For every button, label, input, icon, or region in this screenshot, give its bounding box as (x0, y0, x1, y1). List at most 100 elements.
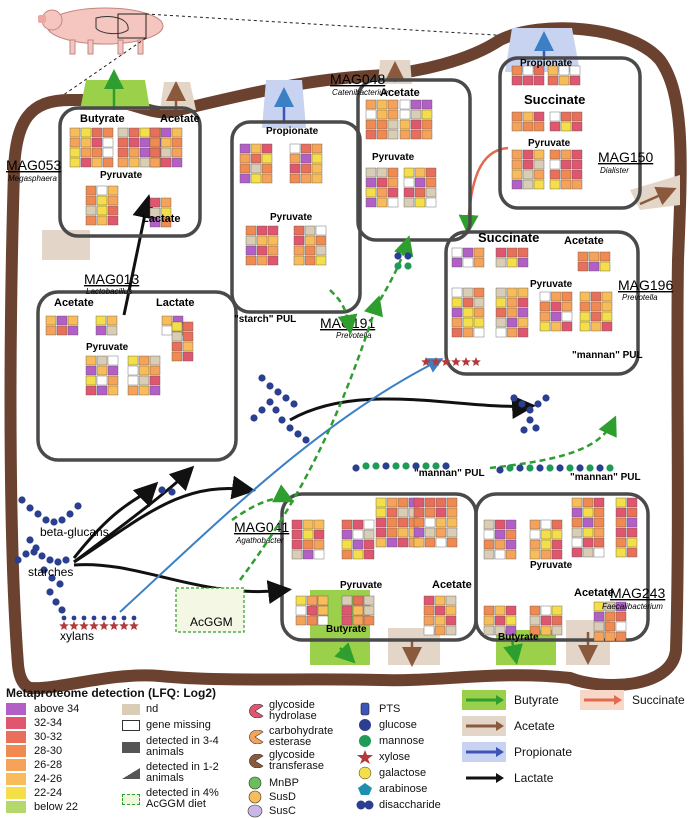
enzyme-tile (160, 137, 172, 148)
legend-susc: SusC (246, 804, 296, 818)
enzyme-tile (410, 109, 422, 120)
enzyme-tile (435, 497, 447, 508)
sugar-molecule (278, 416, 286, 424)
enzyme-tile (106, 325, 118, 336)
sugar-molecule (250, 414, 258, 422)
enzyme-tile (571, 537, 583, 548)
pts-icon (360, 702, 370, 716)
butyrate-label: Butyrate (326, 624, 367, 635)
mannan-pul-label: "mannan" PUL (570, 472, 641, 483)
legend-ce: carbohydrate esterase (246, 726, 346, 748)
enzyme-tile (571, 507, 583, 518)
enzyme-tile (365, 99, 377, 110)
gene-missing-swatch (122, 720, 140, 731)
enzyme-tile (352, 529, 364, 540)
enzyme-tile (386, 537, 398, 548)
enzyme-tile (582, 497, 594, 508)
enzyme-tile (561, 291, 573, 302)
detected-3-4-swatch (122, 741, 140, 753)
lactate-flow-label: Lactate (514, 771, 554, 785)
enzyme-tile (561, 311, 573, 322)
enzyme-tile (615, 537, 627, 548)
enzyme-tile (414, 187, 426, 198)
enzyme-tile (522, 121, 534, 132)
enzyme-tile (423, 625, 435, 636)
enzyme-tile (304, 225, 316, 236)
enzyme-tile (626, 527, 638, 538)
enzyme-tile (410, 119, 422, 130)
enzyme-tile (483, 625, 495, 636)
pacman-orange-icon (249, 730, 264, 744)
sugar-molecule (66, 510, 74, 518)
sugar-molecule (101, 615, 107, 621)
butyrate-flow-label: Butyrate (514, 693, 559, 707)
enzyme-tile (317, 595, 329, 606)
sugar-molecule (81, 615, 87, 621)
enzyme-tile (149, 157, 161, 168)
enzyme-tile (445, 625, 457, 636)
enzyme-tile (529, 539, 541, 550)
enzyme-tile (423, 615, 435, 626)
enzyme-tile (139, 147, 151, 158)
enzyme-tile (293, 255, 305, 266)
enzyme-tile (446, 517, 458, 528)
enzyme-tile (424, 527, 436, 538)
legend: Metaproteome detection (LFQ: Log2) above… (0, 686, 692, 818)
enzyme-tile (533, 179, 545, 190)
enzyme-tile (517, 327, 529, 338)
enzyme-tile (311, 173, 323, 184)
enzyme-tile (483, 615, 495, 626)
enzyme-tile (522, 159, 534, 170)
enzyme-tile (579, 311, 591, 322)
enzyme-tile (494, 615, 506, 626)
enzyme-tile (495, 287, 507, 298)
enzyme-tile (261, 173, 273, 184)
enzyme-tile (138, 375, 150, 386)
enzyme-tile (403, 187, 415, 198)
enzyme-tile (571, 527, 583, 538)
enzyme-tile (506, 297, 518, 308)
sugar-molecule (46, 556, 54, 564)
enzyme-tile (293, 235, 305, 246)
level-swatch (6, 773, 26, 785)
enzyme-tile (171, 321, 183, 332)
succinate-band (580, 690, 624, 710)
enzyme-tile (313, 539, 325, 550)
enzyme-tile (505, 529, 517, 540)
enzyme-tile (291, 539, 303, 550)
enzyme-tile (315, 235, 327, 246)
enzyme-tile (462, 257, 474, 268)
enzyme-tile (445, 595, 457, 606)
enzyme-tile (446, 537, 458, 548)
enzyme-tile (341, 529, 353, 540)
enzyme-tile (127, 385, 139, 396)
enzyme-tile (626, 517, 638, 528)
enzyme-tile (593, 507, 605, 518)
enzyme-tile (517, 307, 529, 318)
enzyme-tile (451, 317, 463, 328)
enzyme-tile (495, 297, 507, 308)
enzyme-tile (317, 605, 329, 616)
enzyme-tile (171, 341, 183, 352)
enzyme-tile (577, 251, 589, 262)
legend-detected-3-4: detected in 3-4 animals (122, 736, 232, 758)
enzyme-tile (352, 549, 364, 560)
sugar-molecule (392, 462, 400, 470)
sugar-molecule (258, 374, 266, 382)
enzyme-tile (302, 529, 314, 540)
enzyme-tile (506, 307, 518, 318)
sugar-molecule (282, 394, 290, 402)
enzyme-tile (462, 327, 474, 338)
enzyme-tile (102, 157, 114, 168)
enzyme-tile (45, 315, 57, 326)
sugar-molecule (442, 462, 450, 470)
enzyme-tile (376, 177, 388, 188)
enzyme-tile (376, 99, 388, 110)
enzyme-tile (363, 519, 375, 530)
level-label: 28-30 (34, 745, 63, 757)
acetate-label: Acetate (54, 297, 94, 309)
glucose-icon (359, 719, 371, 731)
enzyme-tile (311, 143, 323, 154)
enzyme-tile (375, 517, 387, 528)
level-label: below 22 (34, 801, 79, 813)
